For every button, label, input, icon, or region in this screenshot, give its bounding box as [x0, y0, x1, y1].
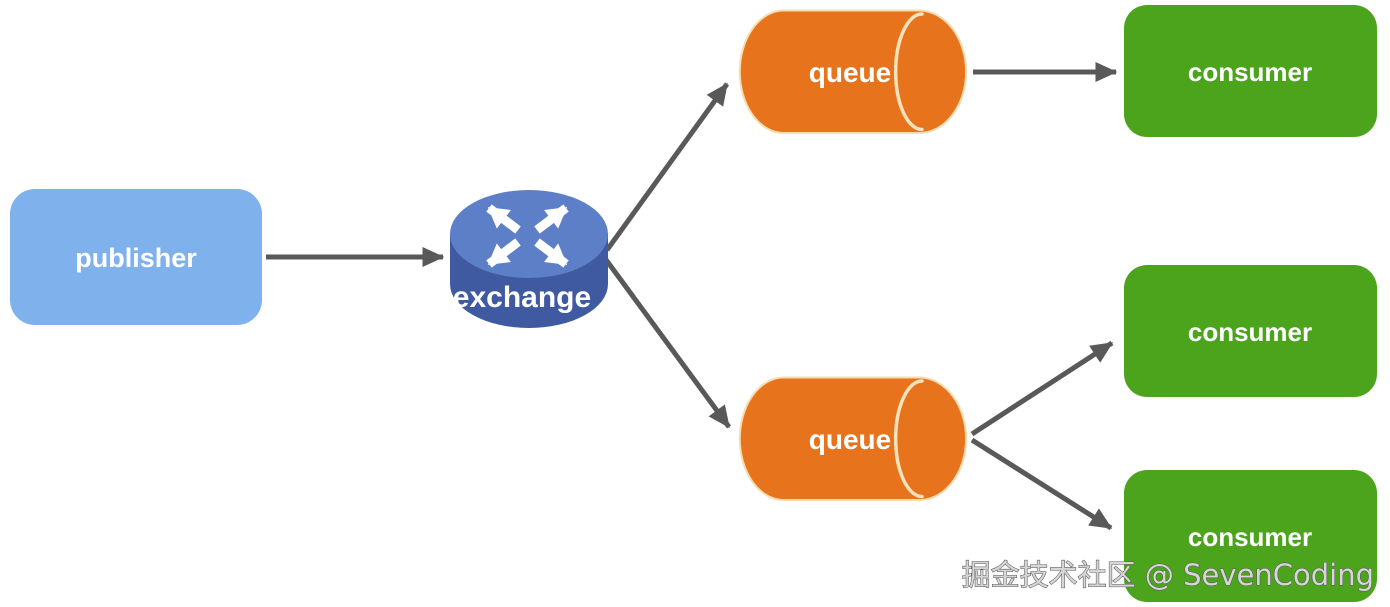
- consumer-middle-node: consumer: [1124, 265, 1377, 397]
- consumer-top-label: consumer: [1188, 57, 1312, 87]
- queue-bottom-label: queue: [809, 424, 891, 455]
- consumer-top-box: [1124, 5, 1377, 137]
- publisher-box: [10, 189, 262, 325]
- consumer-middle-box: [1124, 265, 1377, 397]
- queue-top-node: queue: [738, 9, 968, 134]
- consumer-bottom-label: consumer: [1188, 522, 1312, 552]
- exchange-label: exchange: [453, 281, 591, 314]
- watermark: 掘金技术社区 @ SevenCoding: [962, 558, 1374, 592]
- exchange-node: exchange: [450, 190, 608, 328]
- exchange-arrow-ne-icon: [534, 204, 569, 234]
- edge-exchange-to-queue-top: [604, 82, 730, 252]
- consumer-top-node: consumer: [1124, 5, 1377, 137]
- publisher-label: publisher: [75, 243, 197, 273]
- queue-top-cap-line: [893, 12, 924, 132]
- exchange-arrow-nw-icon: [486, 204, 521, 234]
- queue-top-body: [738, 9, 968, 134]
- queue-bottom-body: [738, 376, 968, 501]
- exchange-cylinder-top: [450, 190, 608, 278]
- consumer-bottom-box: [1124, 470, 1377, 602]
- edge-queue-bottom-to-consumer-middle: [970, 340, 1114, 437]
- exchange-arrow-se-icon: [534, 238, 569, 268]
- edge-queue-bottom-to-consumer-bottom: [970, 437, 1113, 531]
- queue-top-label: queue: [809, 57, 891, 88]
- consumer-middle-label: consumer: [1188, 317, 1312, 347]
- consumer-bottom-node: consumer: [1124, 470, 1377, 602]
- publisher-node: publisher: [10, 189, 262, 325]
- edge-exchange-to-queue-bottom: [601, 255, 732, 429]
- exchange-arrow-sw-icon: [486, 238, 521, 268]
- queue-bottom-node: queue: [738, 376, 968, 501]
- queue-bottom-cap-line: [893, 379, 924, 499]
